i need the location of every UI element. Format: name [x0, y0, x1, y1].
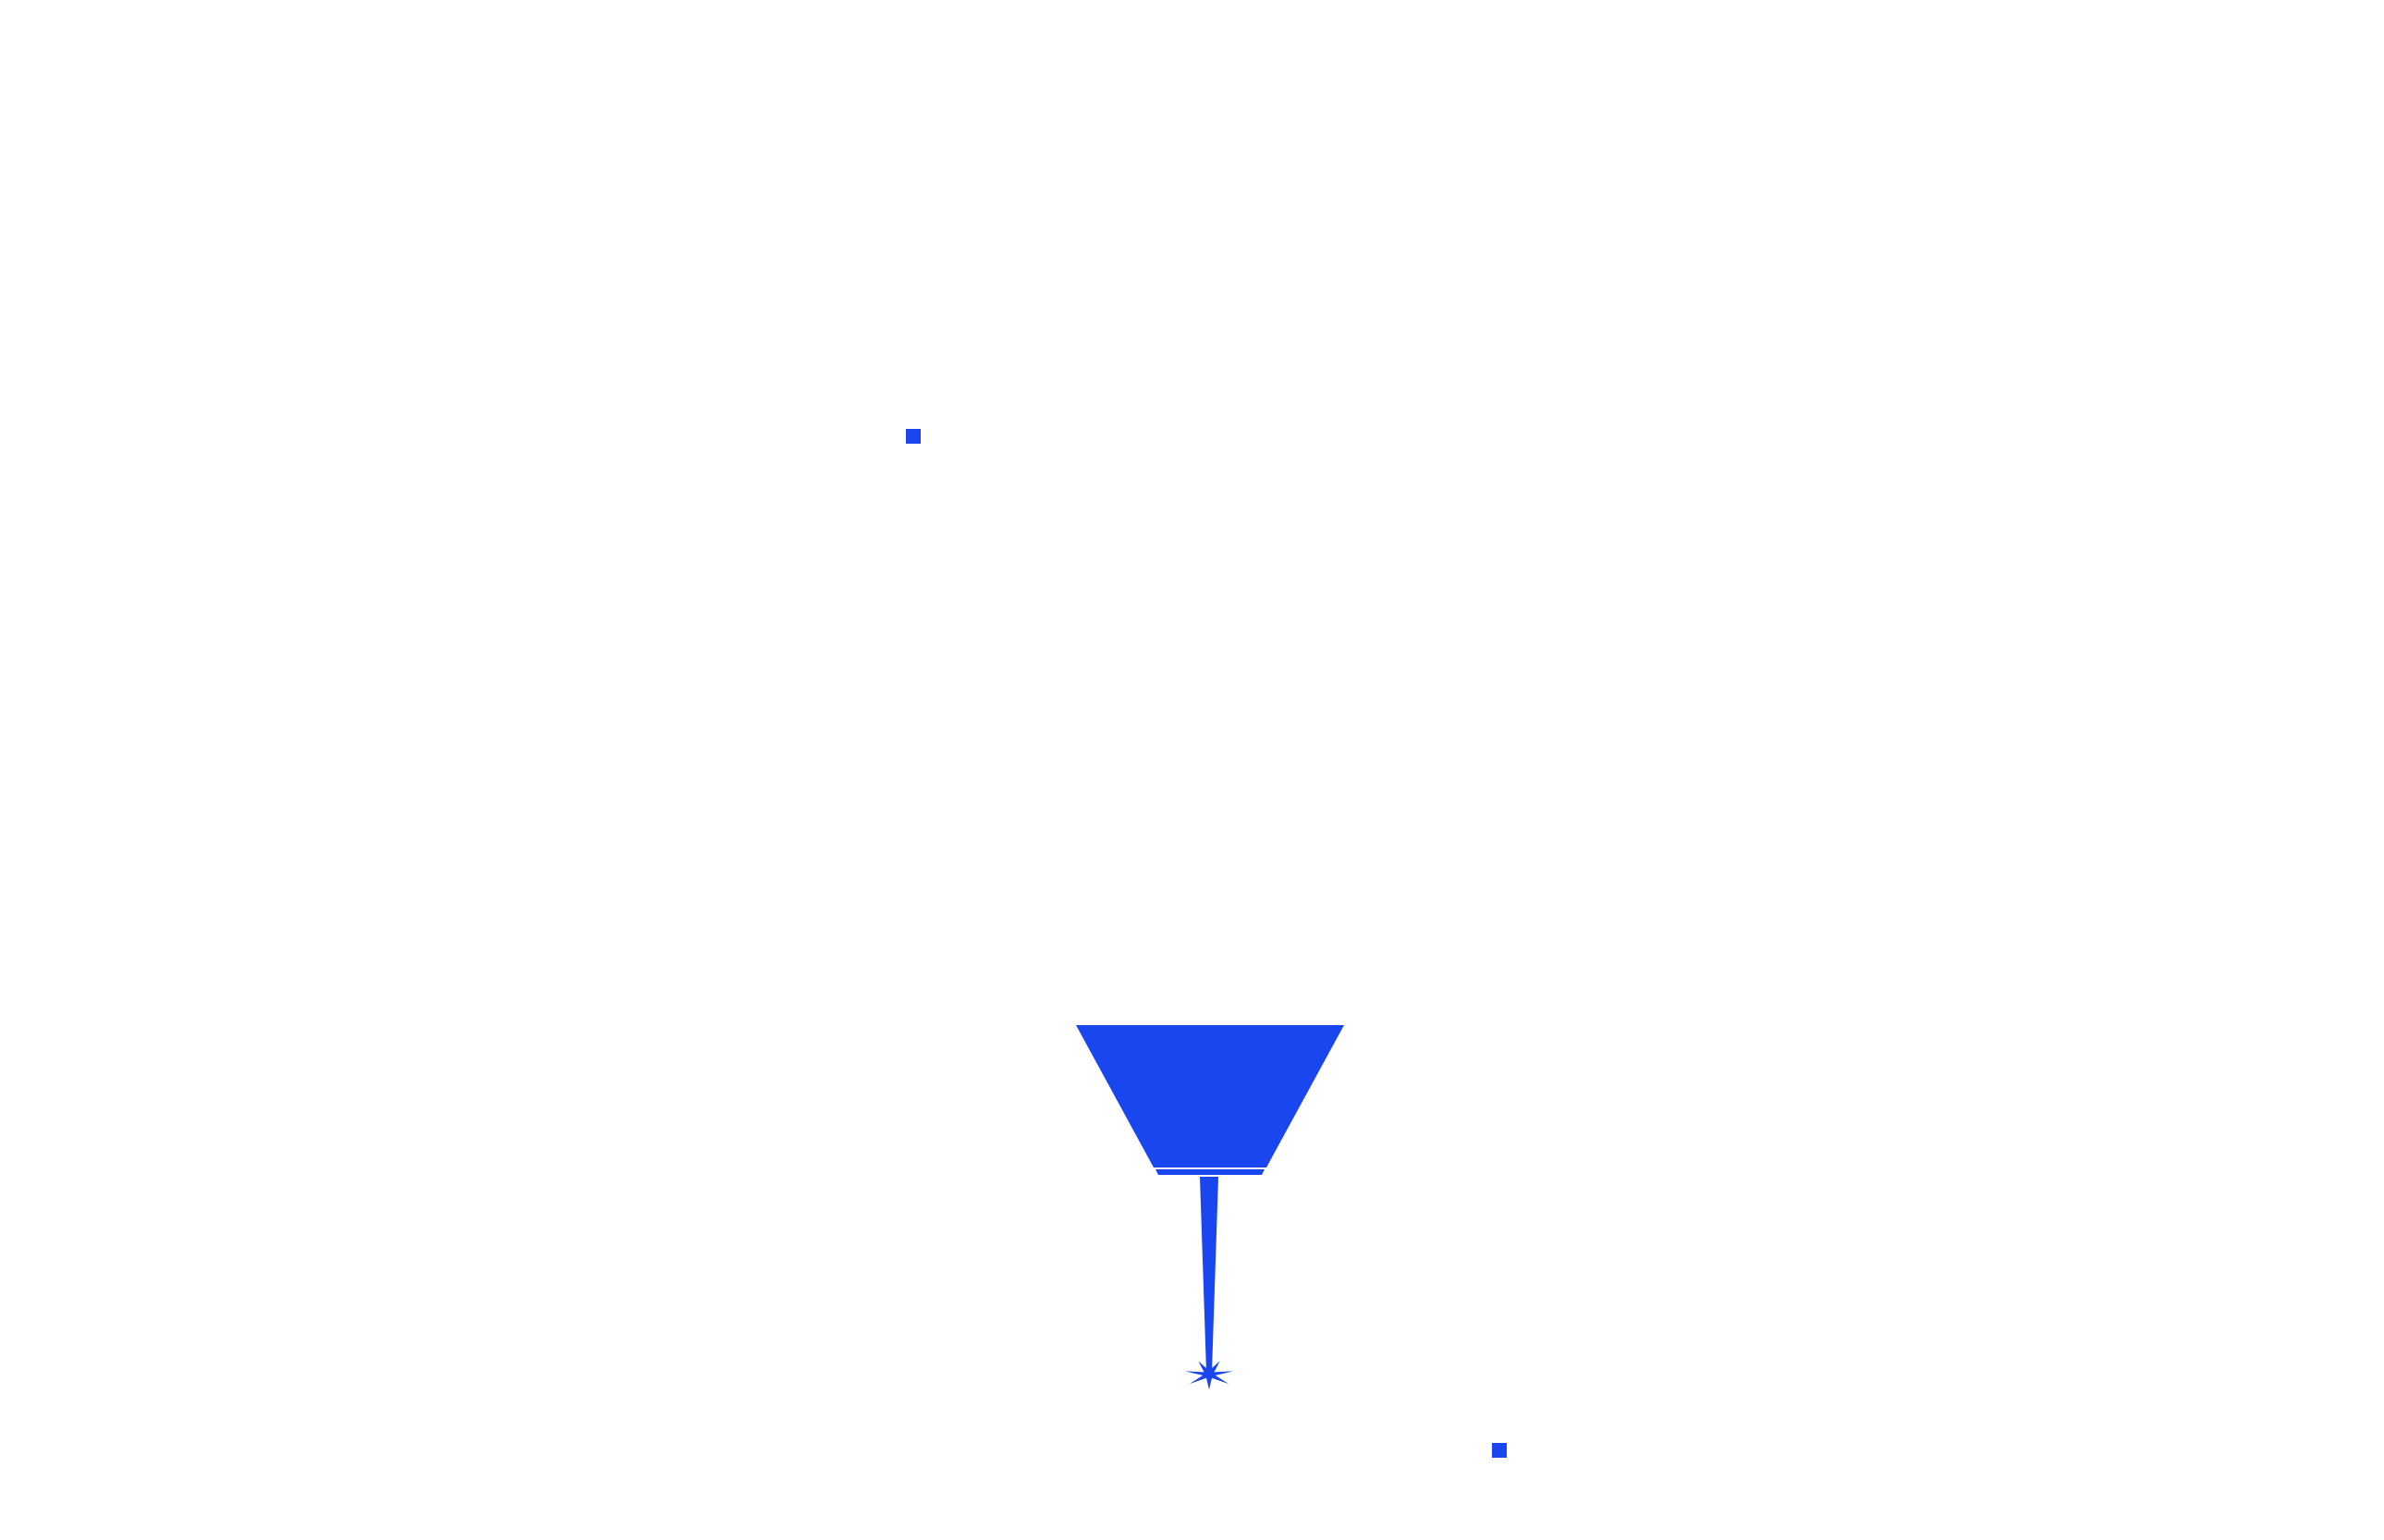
star-tip-icon	[1184, 1361, 1234, 1390]
marker-square	[1492, 1443, 1507, 1458]
marker-square	[906, 429, 921, 444]
funnel-body	[1076, 1025, 1344, 1167]
funnel-rim-bar	[1155, 1169, 1265, 1175]
funnel-stem	[1200, 1177, 1218, 1372]
